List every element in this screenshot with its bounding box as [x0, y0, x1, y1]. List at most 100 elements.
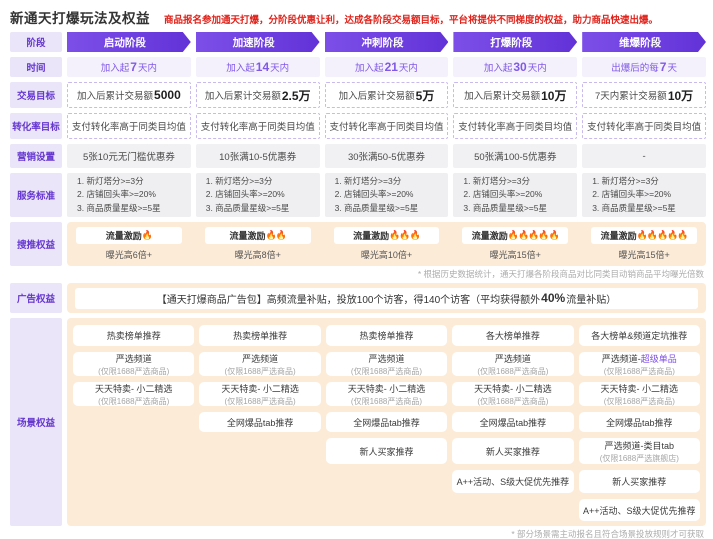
scene-benefit-highlight: 超级单品 [640, 353, 677, 364]
scene-benefit-label-text: 天天特卖- 小二精选 [474, 383, 552, 394]
fire-icon: 🔥🔥🔥🔥🔥 [507, 230, 560, 240]
ad-text-post: 流量补贴） [566, 294, 617, 306]
scene-benefit-label-text: 天天特卖- 小二精选 [347, 383, 426, 394]
scene-benefit-label: 新人买家推荐 [359, 445, 413, 458]
scene-benefit-label-text: 严选频道-类目tab [604, 440, 675, 451]
traffic-incentive-pill: 流量激励🔥🔥🔥 [333, 227, 440, 244]
scene-benefit-column: 热卖榜单推荐严选频道(仅限1688严选商品) 天天特卖- 小二精选 (仅限1688严… [199, 325, 321, 521]
scene-benefit-label-text: 天天特卖- 小二精选 [221, 383, 299, 394]
scene-benefit-label-text: 全网爆品tab推荐 [353, 417, 420, 428]
scene-benefit-item: 全网爆品tab推荐 [199, 412, 321, 432]
traffic-incentive-label: 流量激励 [471, 231, 508, 241]
scene-benefit-item: 全网爆品tab推荐 [325, 412, 448, 432]
time-post: 天内 [398, 63, 418, 74]
scene-benefit-item: 全网爆品tab推荐 [578, 412, 700, 432]
scene-benefit-label-text: 严选频道- [601, 353, 641, 364]
stage-arrows: 启动阶段加速阶段冲刺阶段打爆阶段维爆阶段 [67, 32, 706, 52]
marketing-cell: 10张满10-5优惠券 [195, 144, 320, 168]
exposure-multiplier-text: 曝光高10倍+ [360, 250, 413, 260]
trade-goal-number: 10万 [541, 88, 567, 103]
trade-goal-text: 加入后累计交易额 [204, 91, 281, 102]
scene-benefit-label: 严选频道 [116, 352, 152, 365]
scene-benefit-label: 各大榜单&频道定坑推荐 [591, 329, 687, 342]
conversion-goal-cell: 支付转化率高于同类目均值 [67, 113, 191, 139]
row-label-time: 时间 [10, 57, 62, 77]
trade-goal-number: 10万 [667, 88, 694, 103]
scene-benefit-row: 场景权益 热卖榜单推荐严选频道(仅限1688严选商品)天天特卖- 小二精选(仅限… [10, 318, 706, 539]
scene-benefit-label-text: 新人买家推荐 [485, 446, 540, 457]
scene-benefit-label: 热卖榜单推荐 [107, 329, 161, 342]
scene-benefit-label: 天天特卖- 小二精选 [601, 382, 679, 395]
scene-benefit-column: 热卖榜单推荐严选频道(仅限1688严选商品)天天特卖- 小二精选(仅限1688严… [325, 325, 448, 521]
scene-benefit-label-text: 热卖榜单推荐 [233, 331, 288, 341]
scene-benefit-label-text: 严选频道 [242, 353, 279, 364]
exposure-multiplier-text: 曝光高15倍+ [489, 250, 541, 260]
scene-benefit-label: 天天特卖- 小二精选 [95, 382, 173, 395]
traffic-incentive-pill: 流量激励🔥🔥 [204, 227, 311, 244]
scene-benefit-column: 热卖榜单推荐严选频道(仅限1688严选商品)天天特卖- 小二精选(仅限1688严… [73, 325, 195, 521]
stage-arrow: 启动阶段 [67, 32, 191, 52]
traffic-incentive-cell: 流量激励🔥🔥曝光高8倍+ [196, 227, 320, 261]
scene-benefit-label-text: 严选频道 [115, 353, 152, 364]
scene-benefit-item: 各大榜单推荐 [452, 325, 574, 346]
service-standard-line-3: 3. 商品质量星级>=5星 [334, 202, 419, 213]
scene-benefit-label: A++活动、S级大促优先推荐 [457, 475, 570, 488]
scene-benefit-item: 严选频道(仅限1688严选商品) [199, 352, 321, 376]
trade-goal-number: 5万 [415, 88, 435, 103]
service-standard-line-3: 3. 商品质量星级>=5星 [77, 202, 161, 213]
search-reco-row: 搜推权益 流量激励🔥曝光高6倍+流量激励🔥🔥曝光高8倍+流量激励🔥🔥🔥曝光高10… [10, 222, 706, 279]
service-standard-line-2: 2. 店铺回头率>=20% [463, 189, 543, 200]
time-post: 天内 [270, 63, 290, 74]
scene-benefit-item: 新人买家推荐 [452, 438, 574, 464]
scene-benefit-note: (仅限1688严选商品) [224, 396, 296, 406]
search-reco-band: 流量激励🔥曝光高6倍+流量激励🔥🔥曝光高8倍+流量激励🔥🔥🔥曝光高10倍+流量激… [67, 222, 706, 266]
ad-text-bold-percent: 40% [541, 291, 566, 305]
service-standard-line-1: 1. 新灯塔分>=3分 [334, 176, 402, 187]
fire-icon: 🔥 [141, 230, 153, 240]
page-header: 新通天打爆玩法及权益 商品报名参加通天打爆，分阶段优惠让利，达成各阶段交易额目标… [0, 0, 713, 32]
scene-benefit-item: 严选频道(仅限1688严选商品) [73, 352, 195, 376]
scene-benefit-label: 全网爆品tab推荐 [480, 416, 547, 429]
fire-icon: 🔥🔥🔥 [389, 230, 421, 240]
scene-benefit-note: (仅限1688严选旗舰店) [599, 453, 679, 463]
scene-benefit-note: (仅限1688严选商品) [477, 396, 549, 406]
ad-benefit-band: 【通天打爆商品广告包】高频流量补贴，投放100个访客，得140个访客（平均获得额… [67, 283, 706, 313]
scene-benefit-item: 天天特卖- 小二精选(仅限1688严选商品) [325, 382, 448, 406]
marketing-cell: 5张10元无门槛优惠券 [67, 144, 191, 168]
scene-benefit-label: 全网爆品tab推荐 [227, 416, 294, 429]
ad-benefit-text: 【通天打爆商品广告包】高频流量补贴，投放100个访客，得140个访客（平均获得额… [75, 287, 698, 309]
scene-benefit-label: 新人买家推荐 [612, 475, 666, 488]
scene-benefit-label: 全网爆品tab推荐 [606, 416, 673, 429]
scene-benefit-band: 热卖榜单推荐严选频道(仅限1688严选商品)天天特卖- 小二精选(仅限1688严… [67, 318, 706, 526]
row-label-scene: 场景权益 [10, 318, 62, 526]
fire-icon: 🔥🔥🔥🔥🔥 [636, 230, 689, 240]
scene-benefit-item: A++活动、S级大促优先推荐 [452, 470, 574, 493]
service-standard-line-2: 2. 店铺回头率>=20% [77, 189, 156, 200]
time-pre: 加入起 [355, 63, 384, 74]
scene-benefit-item: 天天特卖- 小二精选(仅限1688严选商品) [578, 382, 700, 406]
scene-benefit-label-text: A++活动、S级大促优先推荐 [583, 505, 696, 516]
traffic-incentive-pill: 流量激励🔥🔥🔥🔥🔥 [591, 227, 697, 244]
stage-arrow: 冲刺阶段 [325, 32, 449, 52]
stage-arrow: 打爆阶段 [453, 32, 577, 52]
traffic-incentive-label: 流量激励 [600, 231, 637, 241]
exposure-multiplier-text: 曝光高15倍+ [618, 250, 670, 260]
scene-benefit-label-text: 全网爆品tab推荐 [606, 417, 673, 428]
scene-benefit-item: 全网爆品tab推荐 [452, 412, 574, 432]
scene-benefit-item: 新人买家推荐 [325, 438, 448, 464]
page-subtitle: 商品报名参加通天打爆，分阶段优惠让利，达成各阶段交易额目标，平台将提供不同梯度的… [164, 15, 659, 26]
